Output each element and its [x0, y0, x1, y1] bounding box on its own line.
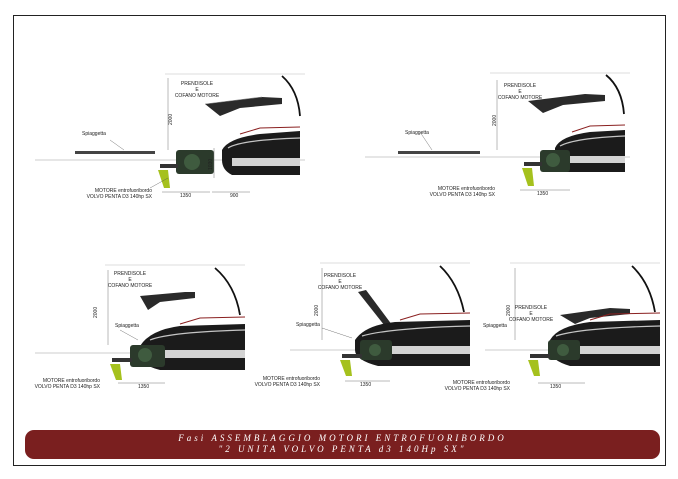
title-line2: "2 UNITA VOLVO PENTA d3 140Hp SX" — [218, 444, 467, 454]
title-banner: Fasi ASSEMBLAGGIO MOTORI ENTROFUORIBORDO… — [25, 430, 660, 459]
title-line1: Fasi ASSEMBLAGGIO MOTORI ENTROFUORIBORDO — [178, 433, 507, 443]
drawing-sheet-border — [13, 15, 666, 466]
